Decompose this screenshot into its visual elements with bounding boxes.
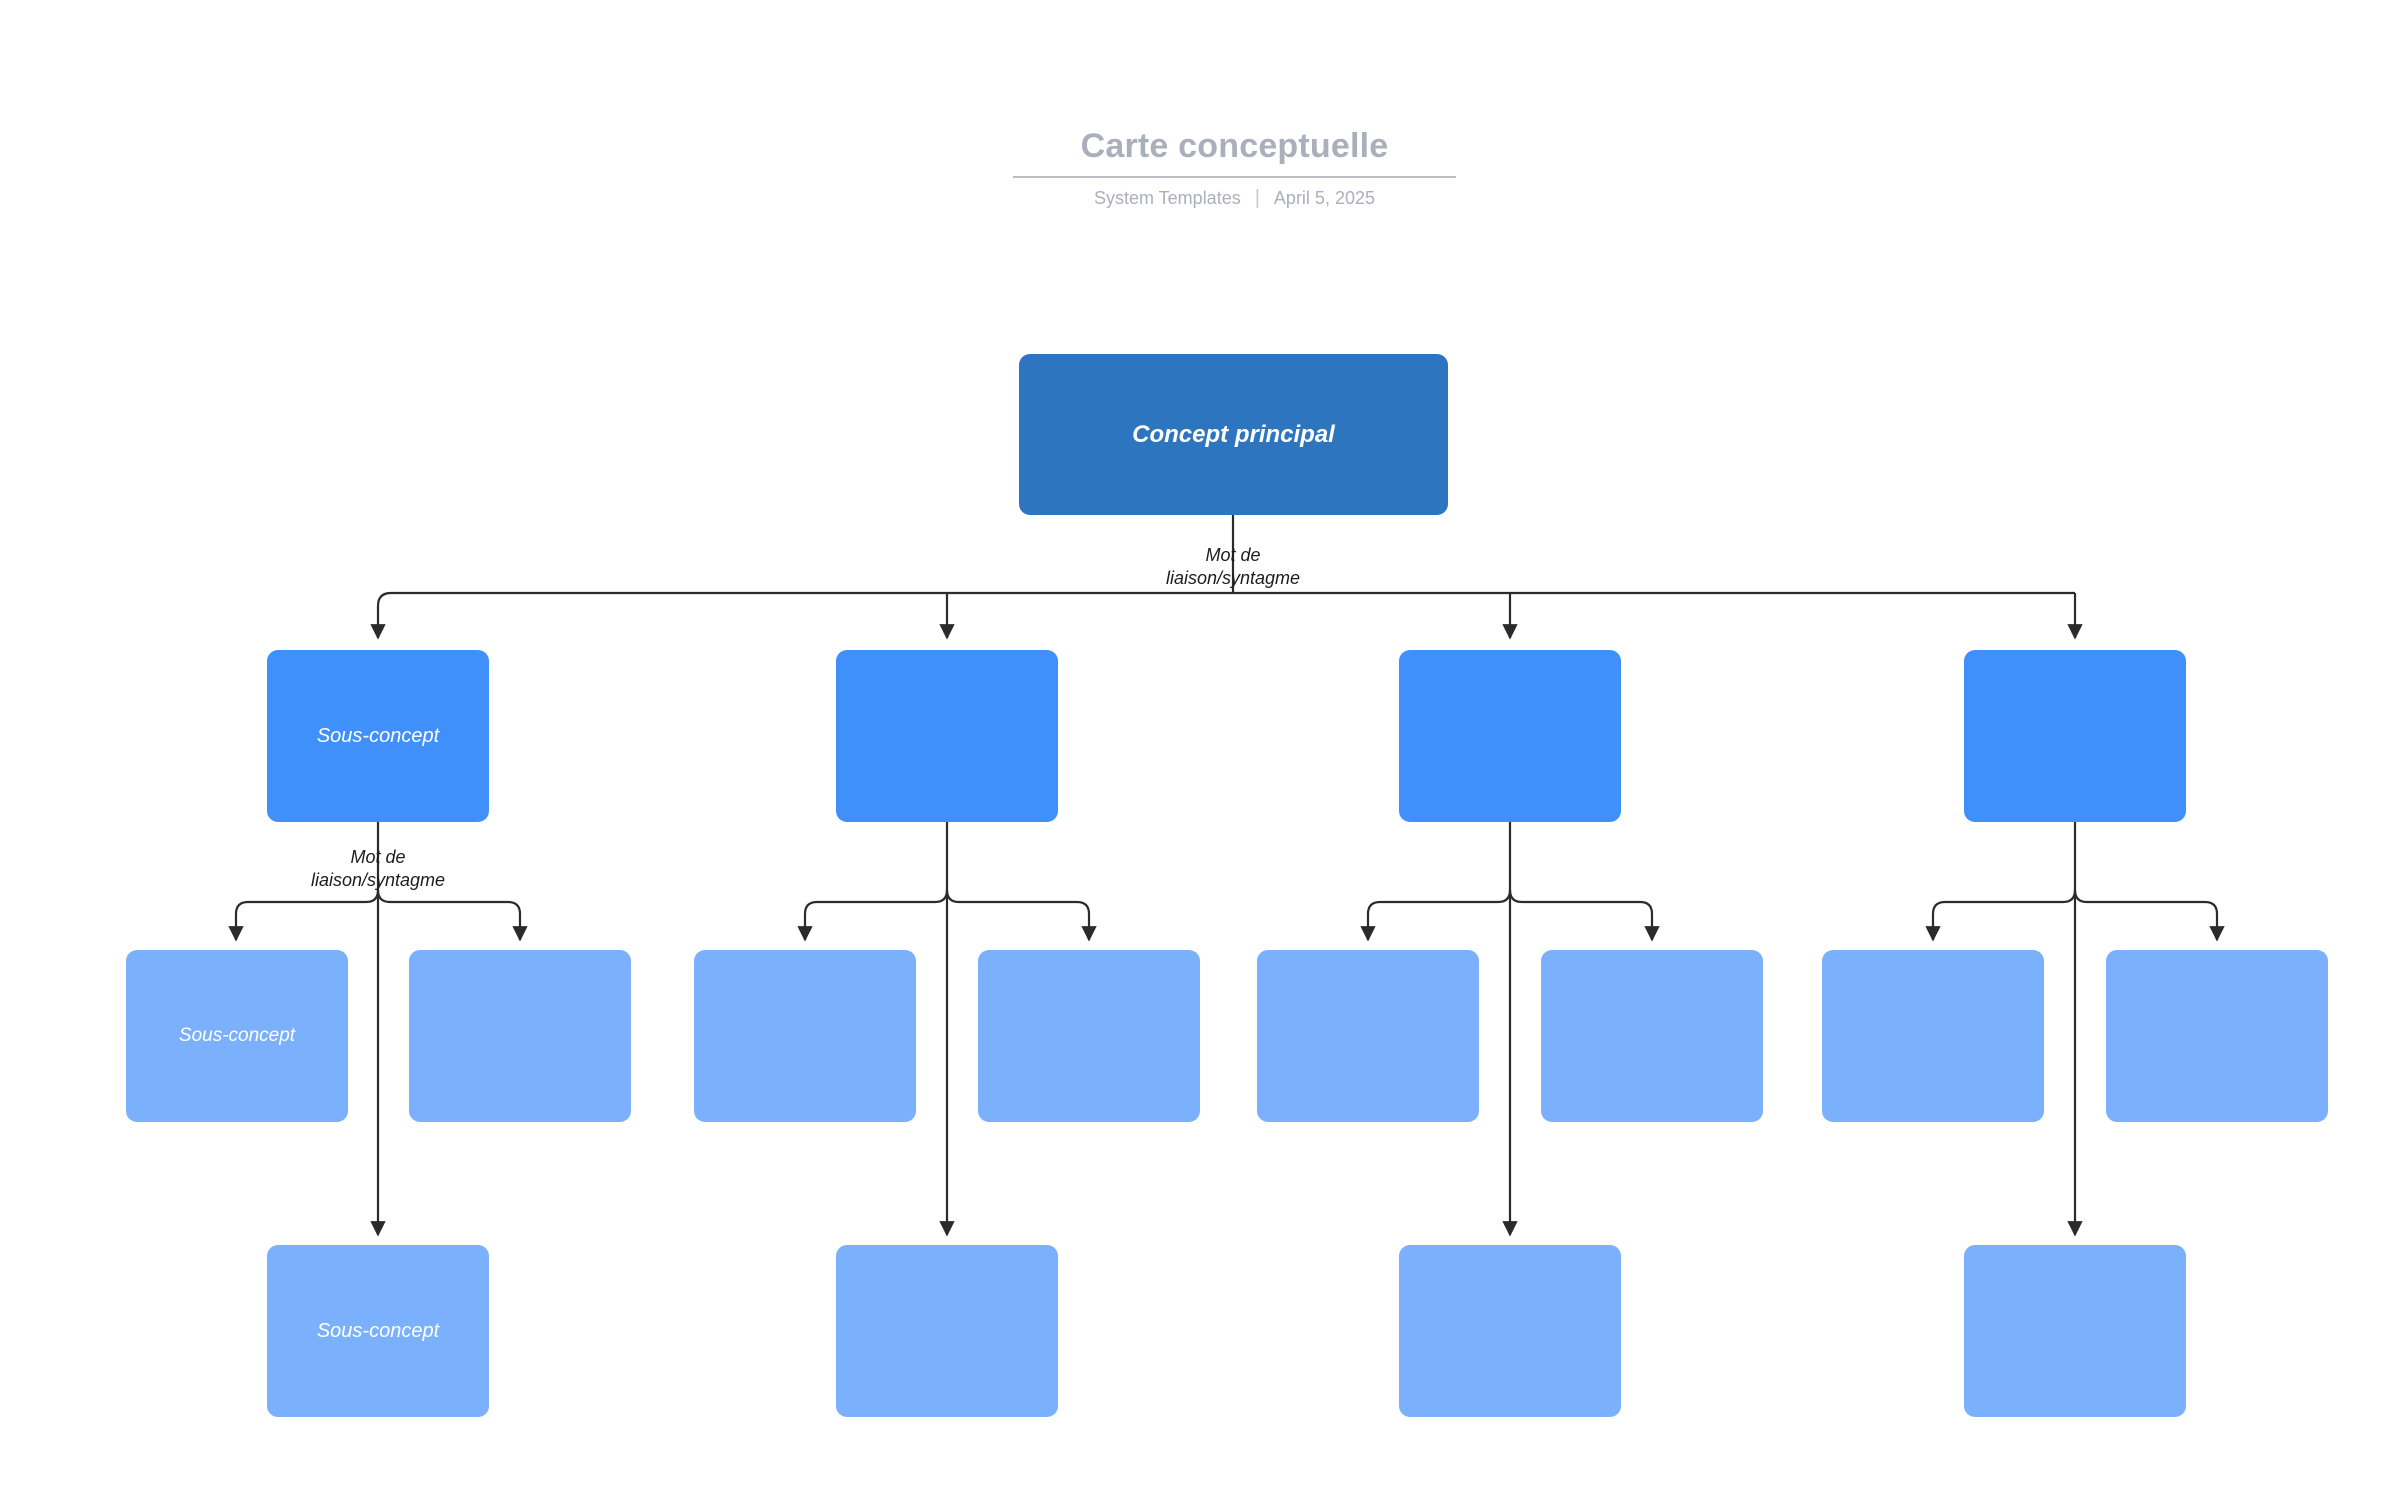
node-l3-2[interactable]	[409, 950, 631, 1122]
connector-l2-2-left	[797, 889, 949, 942]
title-divider	[1013, 176, 1456, 178]
meta-separator: |	[1254, 187, 1260, 209]
node-l3-1-label: Sous-concept	[178, 1025, 296, 1047]
connector-l2-3-left	[1360, 889, 1512, 942]
node-root-label: Concept principal	[1132, 420, 1335, 448]
node-l3-7[interactable]	[1822, 950, 2044, 1122]
node-l4-1-label: Sous-concept	[316, 1319, 440, 1342]
connector-l2-3-right	[1508, 889, 1660, 942]
node-l3-6[interactable]	[1541, 950, 1763, 1122]
edge-label-root: Mot de liaison/syntagme	[1165, 545, 1301, 589]
node-l2-3[interactable]	[1399, 650, 1621, 822]
node-l4-4[interactable]	[1964, 1245, 2186, 1417]
page-title: Carte conceptuelle	[1080, 127, 1389, 165]
connector-root-to-l2-1	[370, 591, 392, 640]
node-l3-8[interactable]	[2106, 950, 2328, 1122]
node-l3-4[interactable]	[978, 950, 1200, 1122]
edge-label-branch1: Mot de liaison/syntagme	[310, 847, 446, 891]
connector-l2-4-left	[1925, 889, 2077, 942]
node-l4-1[interactable]: Sous-concept	[267, 1245, 489, 1417]
node-l3-1[interactable]: Sous-concept	[126, 950, 348, 1122]
node-l3-5[interactable]	[1257, 950, 1479, 1122]
node-l4-3[interactable]	[1399, 1245, 1621, 1417]
meta-date: April 5, 2025	[1273, 188, 1375, 208]
node-l2-2[interactable]	[836, 650, 1058, 822]
connector-l2-1-left	[228, 889, 380, 942]
connector-l2-2-right	[945, 889, 1097, 942]
document-meta: System Templates | April 5, 2025	[1013, 186, 1456, 210]
connector-l2-4-right	[2073, 889, 2225, 942]
node-l2-4[interactable]	[1964, 650, 2186, 822]
connector-l2-1-right	[376, 889, 528, 942]
node-l2-1[interactable]: Sous-concept	[267, 650, 489, 822]
node-l3-3[interactable]	[694, 950, 916, 1122]
node-l4-2[interactable]	[836, 1245, 1058, 1417]
node-l2-1-label: Sous-concept	[316, 724, 440, 747]
meta-source: System Templates	[1093, 188, 1241, 208]
node-root[interactable]: Concept principal	[1019, 354, 1448, 515]
